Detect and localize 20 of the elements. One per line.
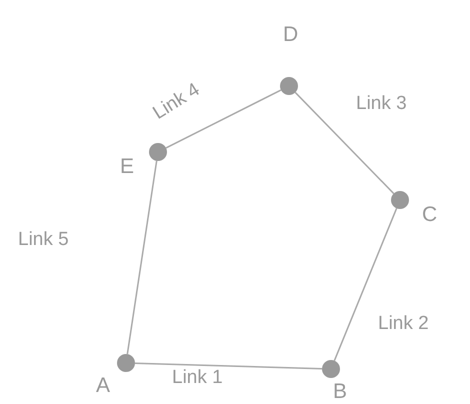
link-line [166, 89, 282, 149]
node-dot [322, 360, 340, 378]
edge-label: Link 4 [150, 80, 203, 123]
edge-label: Link 5 [18, 230, 69, 249]
node-dot [149, 143, 167, 161]
link-line [126, 160, 158, 354]
node-label: A [96, 375, 110, 396]
link-line [134, 362, 322, 370]
node-label: E [120, 156, 134, 177]
node-dot [280, 77, 298, 95]
node-dot [117, 354, 135, 372]
link-line [334, 208, 398, 361]
edge-label: Link 1 [172, 368, 223, 387]
node-label: B [333, 381, 348, 402]
node-label: D [283, 24, 298, 45]
node-dot [391, 191, 409, 209]
edge-label: Link 2 [378, 314, 429, 333]
edge-label: Link 3 [356, 94, 407, 113]
node-label: C [422, 204, 438, 225]
link-line [294, 92, 394, 194]
